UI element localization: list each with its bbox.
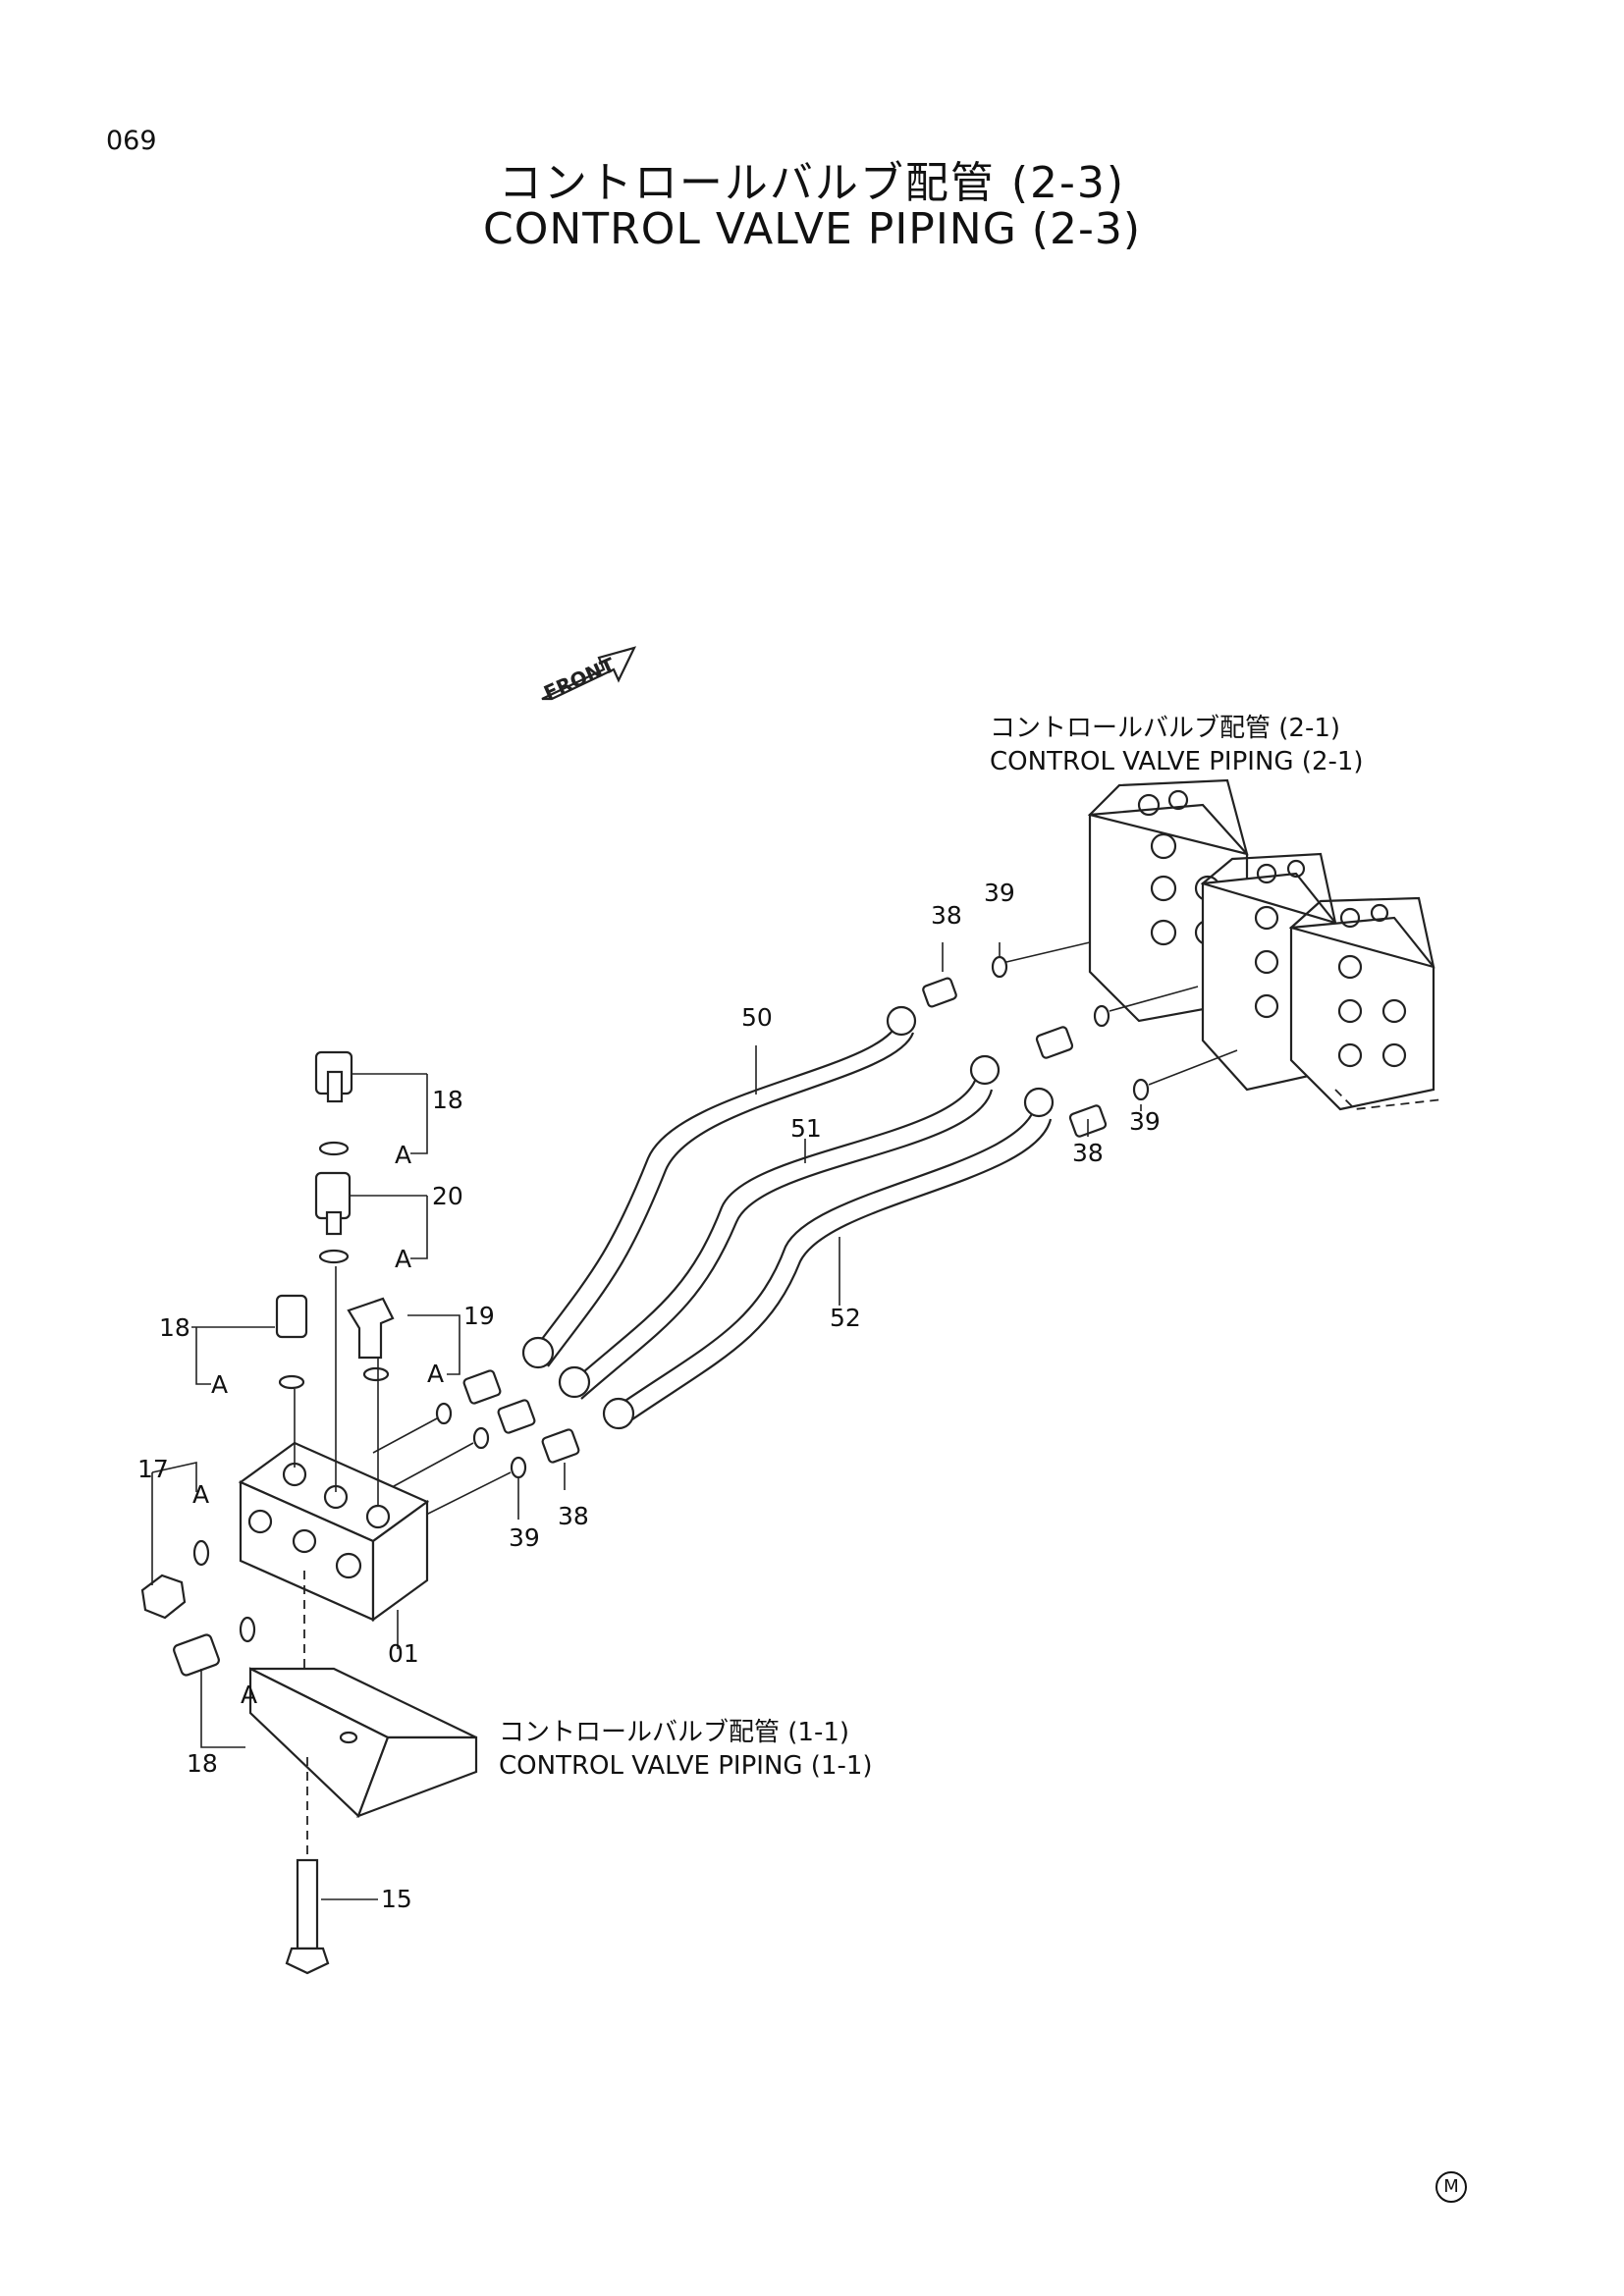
assembly-guide-lines <box>294 1266 379 1728</box>
reference-japanese: コントロールバルブ配管 (1-1) <box>499 1718 850 1747</box>
callout-part: 38 <box>931 901 962 930</box>
port-marker: A <box>192 1480 210 1509</box>
callout-part: 18 <box>159 1313 190 1342</box>
pipe-nuts <box>521 1005 1055 1430</box>
port-marker: A <box>211 1370 229 1399</box>
reference-japanese: コントロールバルブ配管 (2-1) <box>990 714 1341 743</box>
callout-part: 15 <box>381 1885 412 1913</box>
port-marker: A <box>427 1360 445 1388</box>
port-marker: A <box>241 1681 258 1709</box>
callout-part: 50 <box>741 1003 773 1032</box>
reference-control-valve-piping-1-1: コントロールバルブ配管 (1-1) CONTROL VALVE PIPING (… <box>499 1716 873 1783</box>
callout-part: 51 <box>790 1114 822 1143</box>
callout-part: 39 <box>984 879 1015 907</box>
pipe-50 <box>529 1020 915 1367</box>
reference-english: CONTROL VALVE PIPING (1-1) <box>499 1751 873 1781</box>
lower-plate <box>248 1667 478 1818</box>
adapters-manifold-side <box>372 1369 580 1532</box>
callout-part: 01 <box>388 1639 419 1668</box>
page-number: 069 <box>106 126 157 156</box>
page-title-english: CONTROL VALVE PIPING (2-3) <box>482 204 1141 254</box>
port-marker: A <box>395 1245 412 1273</box>
reference-control-valve-piping-2-1: コントロールバルブ配管 (2-1) CONTROL VALVE PIPING (… <box>990 712 1364 778</box>
page-title-japanese: コントロールバルブ配管 (2-3) <box>498 158 1126 208</box>
front-label: FRONT <box>540 653 619 705</box>
callout-part: 52 <box>830 1304 861 1332</box>
reference-english: CONTROL VALVE PIPING (2-1) <box>990 747 1364 776</box>
manifold-block <box>238 1441 430 1623</box>
adapters-valve-side <box>922 941 1238 1138</box>
fittings-upper <box>275 1050 395 1390</box>
control-valve-assembly <box>1087 778 1444 1111</box>
fittings-left <box>140 1539 256 1677</box>
port-marker: A <box>395 1141 412 1169</box>
front-arrow-icon: FRONT <box>540 646 637 705</box>
callout-part: 18 <box>187 1749 218 1778</box>
circled-m-mark: M <box>1435 2171 1467 2203</box>
callout-part: 39 <box>509 1523 540 1552</box>
pipe-52 <box>613 1103 1053 1424</box>
callout-part: 20 <box>432 1182 463 1210</box>
pipe-51 <box>568 1074 994 1400</box>
callout-part: 18 <box>432 1086 463 1114</box>
callout-part: 19 <box>463 1302 495 1330</box>
callout-part: 39 <box>1129 1107 1161 1136</box>
bolt-15 <box>285 1757 330 1975</box>
callout-part: 17 <box>137 1455 169 1483</box>
callout-part: 38 <box>1072 1139 1104 1167</box>
callout-leaders <box>151 942 1142 1900</box>
callout-part: 38 <box>558 1502 589 1530</box>
